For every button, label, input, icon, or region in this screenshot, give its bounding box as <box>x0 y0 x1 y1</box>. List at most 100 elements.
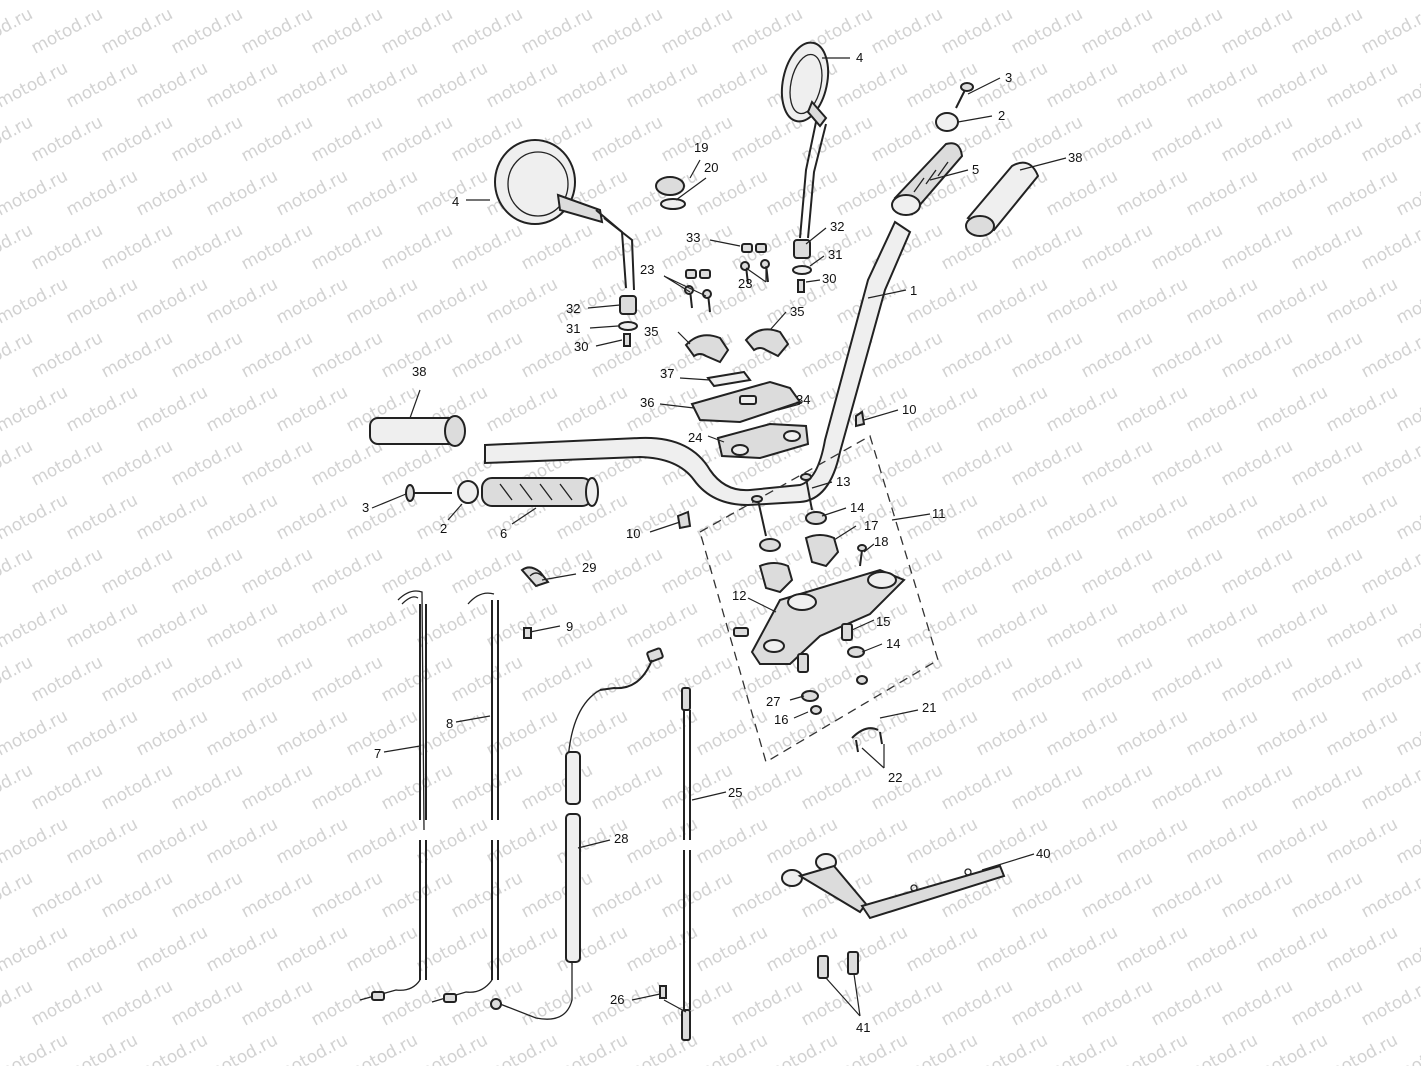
watermark-text: motod.ru <box>0 490 71 544</box>
watermark-text: motod.ru <box>798 112 876 166</box>
callout-2: 2 <box>440 521 447 536</box>
watermark-text: motod.ru <box>1113 1030 1191 1066</box>
callout-38: 38 <box>1068 150 1082 165</box>
watermark-text: motod.ru <box>0 706 71 760</box>
watermark-text: motod.ru <box>1008 328 1086 382</box>
watermark-text: motod.ru <box>518 760 596 814</box>
watermark-text: motod.ru <box>1008 4 1086 58</box>
callout-21: 21 <box>922 700 936 715</box>
watermark-text: motod.ru <box>98 4 176 58</box>
watermark-text: motod.ru <box>1358 976 1421 1030</box>
watermark-text: motod.ru <box>1393 922 1421 976</box>
watermark-text: motod.ru <box>28 652 106 706</box>
watermark-text: motod.ru <box>413 922 491 976</box>
watermark-text: motod.ru <box>203 166 281 220</box>
callout-7: 7 <box>374 746 381 761</box>
watermark-text: motod.ru <box>98 544 176 598</box>
watermark-text: motod.ru <box>658 760 736 814</box>
watermark-text: motod.ru <box>98 652 176 706</box>
watermark-text: motod.ru <box>238 652 316 706</box>
watermark-text: motod.ru <box>1323 490 1401 544</box>
watermark-text: motod.ru <box>273 1030 351 1066</box>
callout-26: 26 <box>610 992 624 1007</box>
watermark-text: motod.ru <box>343 274 421 328</box>
clips <box>676 410 866 530</box>
watermark-text: motod.ru <box>1148 4 1226 58</box>
watermark-text: motod.ru <box>1358 4 1421 58</box>
watermark-text: motod.ru <box>168 760 246 814</box>
watermark-text: motod.ru <box>0 544 36 598</box>
watermark-text: motod.ru <box>133 490 211 544</box>
watermark-text: motod.ru <box>1358 760 1421 814</box>
watermark-text: motod.ru <box>1148 328 1226 382</box>
watermark-text: motod.ru <box>833 58 911 112</box>
watermark-text: motod.ru <box>1043 490 1121 544</box>
watermark-text: motod.ru <box>658 4 736 58</box>
watermark-text: motod.ru <box>0 220 36 274</box>
watermark-text: motod.ru <box>938 328 1016 382</box>
callout-40: 40 <box>1036 846 1050 861</box>
watermark-text: motod.ru <box>728 4 806 58</box>
watermark-text: motod.ru <box>343 58 421 112</box>
watermark-text: motod.ru <box>1113 166 1191 220</box>
watermark-text: motod.ru <box>1043 814 1121 868</box>
watermark-text: motod.ru <box>0 436 36 490</box>
watermark-text: motod.ru <box>273 166 351 220</box>
watermark-text: motod.ru <box>238 544 316 598</box>
watermark-text: motod.ru <box>28 544 106 598</box>
watermark-text: motod.ru <box>693 814 771 868</box>
watermark-text: motod.ru <box>238 328 316 382</box>
watermark-text: motod.ru <box>1358 436 1421 490</box>
watermark-text: motod.ru <box>378 112 456 166</box>
watermark-text: motod.ru <box>1253 274 1331 328</box>
watermark-text: motod.ru <box>448 544 526 598</box>
upper-clamps <box>684 328 790 364</box>
watermark-text: motod.ru <box>63 1030 141 1066</box>
watermark-text: motod.ru <box>0 0 71 4</box>
watermark-text: motod.ru <box>483 706 561 760</box>
watermark-text: motod.ru <box>973 274 1051 328</box>
watermark-text: motod.ru <box>1113 814 1191 868</box>
watermark-text: motod.ru <box>1148 652 1226 706</box>
watermark-text: motod.ru <box>98 436 176 490</box>
watermark-text: motod.ru <box>1183 598 1261 652</box>
watermark-text: motod.ru <box>378 544 456 598</box>
callout-8: 8 <box>446 716 453 731</box>
watermark-text: motod.ru <box>308 544 386 598</box>
bracket <box>781 853 1006 920</box>
watermark-text: motod.ru <box>1183 490 1261 544</box>
cable-7 <box>359 590 427 1001</box>
watermark-text: motod.ru <box>938 976 1016 1030</box>
watermark-text: motod.ru <box>1358 328 1421 382</box>
watermark-text: motod.ru <box>378 220 456 274</box>
watermark-text: motod.ru <box>1323 382 1401 436</box>
watermark-text: motod.ru <box>1323 58 1401 112</box>
watermark-text: motod.ru <box>63 382 141 436</box>
watermark-text: motod.ru <box>0 868 36 922</box>
watermark-text: motod.ru <box>483 814 561 868</box>
watermark-text: motod.ru <box>1218 112 1296 166</box>
watermark-text: motod.ru <box>0 166 71 220</box>
watermark-text: motod.ru <box>553 598 631 652</box>
watermark-text: motod.ru <box>0 760 36 814</box>
watermark-text: motod.ru <box>273 814 351 868</box>
watermark-text: motod.ru <box>1078 760 1156 814</box>
watermark-text: motod.ru <box>413 598 491 652</box>
callout-1: 1 <box>910 283 917 298</box>
watermark-text: motod.ru <box>973 706 1051 760</box>
watermark-text: motod.ru <box>203 598 281 652</box>
watermark-text: motod.ru <box>868 976 946 1030</box>
watermark-text: motod.ru <box>238 112 316 166</box>
watermark-text: motod.ru <box>168 4 246 58</box>
watermark-text: motod.ru <box>1183 166 1261 220</box>
watermark-text: motod.ru <box>798 760 876 814</box>
top-yoke-assembly <box>733 473 906 715</box>
watermark-text: motod.ru <box>63 922 141 976</box>
watermark-text: motod.ru <box>588 868 666 922</box>
callout-29: 29 <box>582 560 596 575</box>
callout-10: 10 <box>626 526 640 541</box>
watermark-text: motod.ru <box>413 706 491 760</box>
watermark-text: motod.ru <box>203 382 281 436</box>
watermark-text: motod.ru <box>273 274 351 328</box>
watermark-text: motod.ru <box>1218 220 1296 274</box>
